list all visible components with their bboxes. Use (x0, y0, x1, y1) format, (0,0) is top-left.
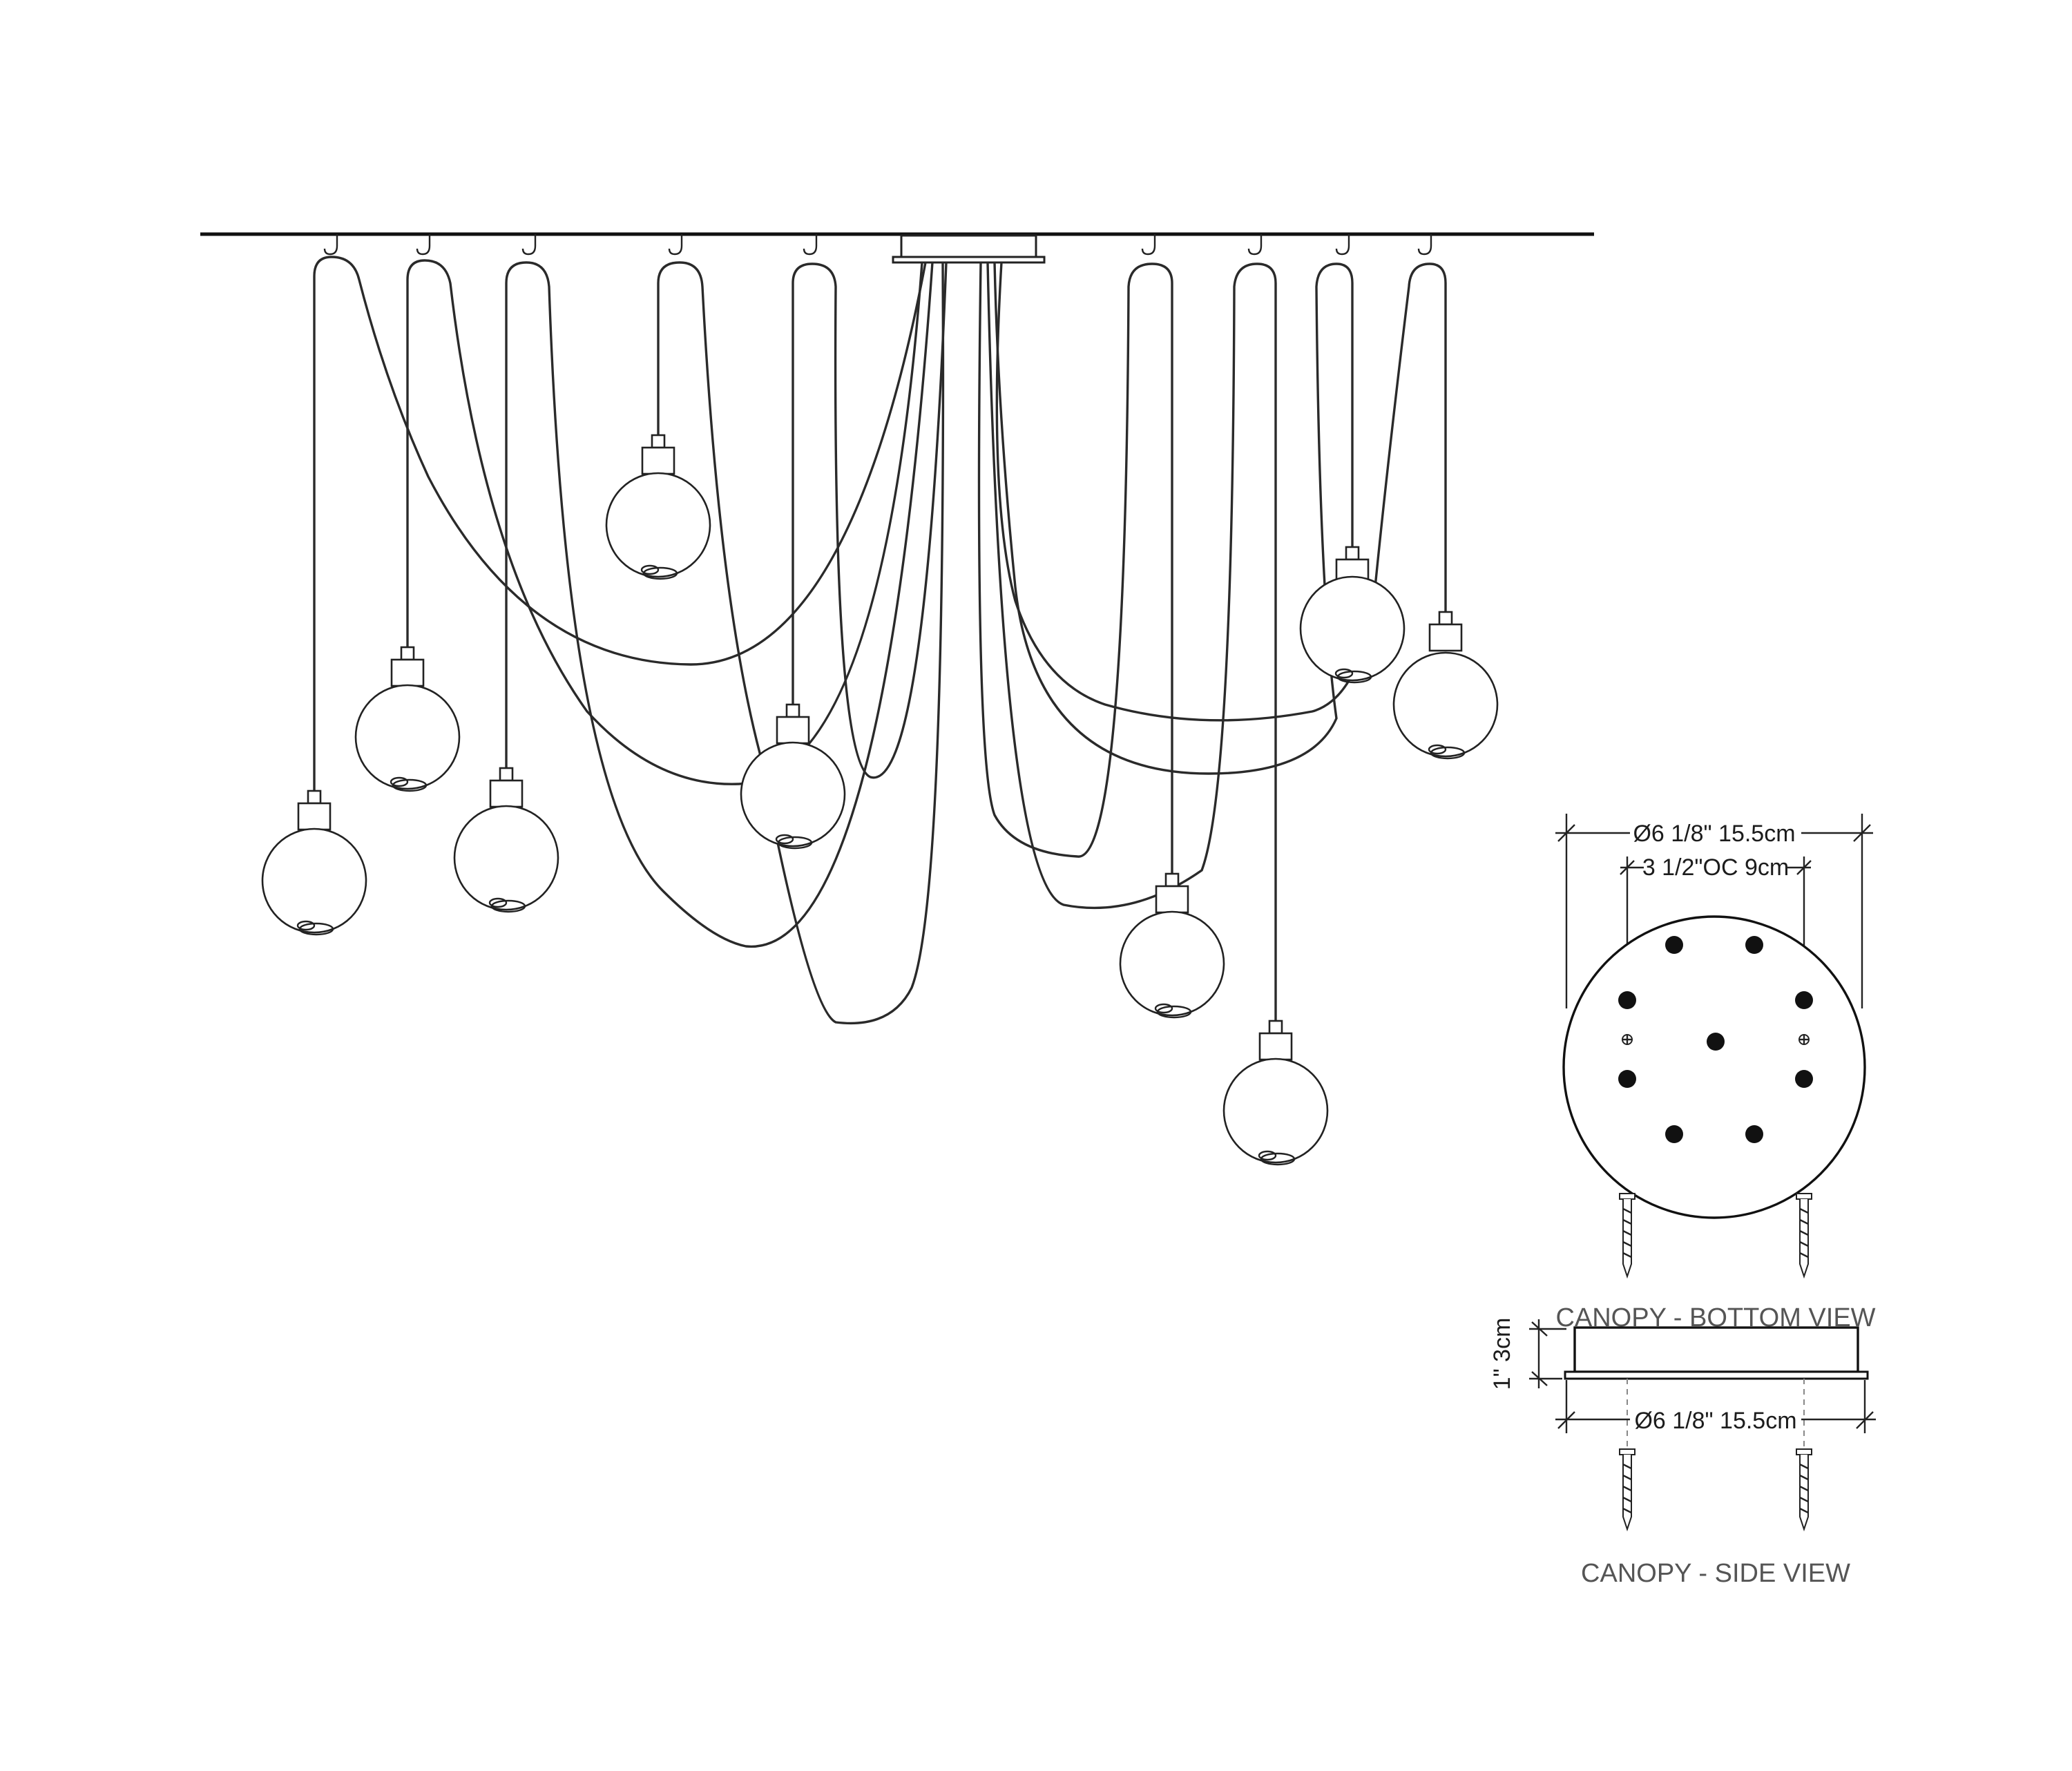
screw (1796, 1193, 1812, 1279)
cord-hole (1665, 936, 1683, 954)
pendant (1222, 1019, 1329, 1166)
cord-hole (1618, 991, 1636, 1009)
ceiling-hook (803, 234, 818, 256)
pendant (605, 434, 711, 580)
side-diameter-label: Ø6 1/8" 15.5cm (1634, 1408, 1796, 1434)
ceiling-hook (323, 234, 338, 256)
side-canopy-plate (1564, 1370, 1869, 1380)
pendant (354, 646, 461, 792)
ceiling-hook (1335, 234, 1350, 256)
cord (792, 262, 948, 779)
cord (657, 261, 945, 1025)
cord (993, 262, 1354, 775)
pendant (453, 767, 559, 913)
pendant (1299, 546, 1406, 684)
ceiling-hook (1141, 234, 1156, 256)
cord-hole (1745, 936, 1763, 954)
cord-hole (1665, 1125, 1683, 1143)
pendant (740, 703, 846, 850)
ceiling-hook (668, 234, 683, 256)
bottom-oc-label: 3 1/2"OC 9cm (1642, 854, 1789, 881)
pendant (261, 789, 367, 936)
cord (313, 256, 927, 791)
cords (313, 256, 1447, 1033)
screw (1619, 1193, 1635, 1279)
central-canopy (892, 234, 1046, 264)
screw (1619, 1448, 1635, 1532)
cord-hole (1795, 1070, 1813, 1088)
cord (977, 262, 1173, 884)
cord (995, 262, 1447, 722)
cord (505, 261, 934, 948)
ceiling-hook (416, 234, 431, 256)
ceiling-hooks (323, 234, 1432, 256)
side-height-label: 1" 3cm (1489, 1318, 1515, 1390)
cord-hole (1745, 1125, 1763, 1143)
side-view-caption: CANOPY - SIDE VIEW (1581, 1559, 1850, 1588)
ceiling-hook (1417, 234, 1432, 256)
canopy-side-view: 1" 3cm Ø6 1/8" 15.5cm CANOPY - SIDE VIEW (1489, 1318, 1876, 1588)
bottom-diameter-label: Ø6 1/8" 15.5cm (1633, 821, 1795, 847)
cord-hole (1795, 991, 1813, 1009)
ceiling-hook (1247, 234, 1263, 256)
canopy-bottom-view: Ø6 1/8" 15.5cm 3 1/2"OC 9cm (1555, 814, 1876, 1332)
side-canopy-body (1573, 1326, 1859, 1373)
pendant (1392, 611, 1499, 760)
pendant (1119, 872, 1225, 1019)
cord-hole (1707, 1033, 1725, 1051)
cord-hole (1618, 1070, 1636, 1088)
cord (986, 262, 1277, 1033)
ceiling-hook (521, 234, 537, 256)
canopy-circle (1562, 915, 1866, 1219)
screw (1796, 1448, 1812, 1532)
